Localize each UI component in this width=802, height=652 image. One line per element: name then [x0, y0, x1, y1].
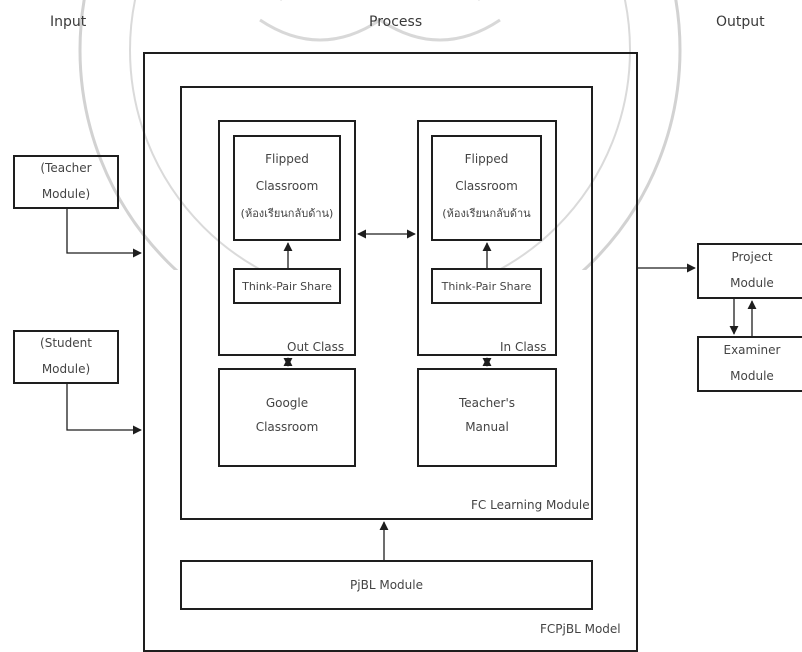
- fc-learning-module-label: FC Learning Module: [471, 498, 590, 512]
- in-flipped-line1: Flipped: [464, 152, 509, 166]
- process-header: Process: [369, 14, 423, 30]
- teacher-module-line2: Module): [41, 187, 91, 201]
- fc-learning-module-box: [180, 86, 593, 520]
- examiner-module-box: [697, 336, 802, 392]
- student-to-model-arrow: [66, 384, 142, 435]
- output-header: Output: [716, 14, 765, 30]
- fcpjbl-model-label: FCPjBL Model: [540, 622, 621, 636]
- google-classroom-line2: Classroom: [255, 420, 319, 434]
- project-module-line1: Project: [731, 250, 773, 264]
- student-module-box: [13, 330, 119, 384]
- project-module-box: [697, 243, 802, 299]
- teacher-to-model-arrow: [66, 209, 142, 258]
- in-think-pair-share-box: [431, 268, 542, 304]
- teachers-manual-box: [417, 368, 557, 467]
- student-module-line2: Module): [41, 362, 91, 376]
- out-think-pair-share-label: Think-Pair Share: [242, 280, 332, 293]
- out-think-pair-share-box: [233, 268, 341, 304]
- out-class-box: [218, 120, 356, 356]
- out-flipped-line3: (ห้องเรียนกลับด้าน): [240, 207, 334, 220]
- out-flipped-classroom-box: [233, 135, 341, 241]
- teachers-manual-line2: Manual: [465, 420, 509, 434]
- in-flipped-line3: (ห้องเรียนกลับด้าน: [442, 207, 531, 220]
- pjbl-module-box: [180, 560, 593, 610]
- in-flipped-classroom-box: [431, 135, 542, 241]
- out-flipped-line2: Classroom: [255, 179, 319, 193]
- connector-lines: [66, 209, 757, 560]
- google-classroom-line1: Google: [265, 396, 309, 410]
- in-class-box: [417, 120, 557, 356]
- out-flipped-line1: Flipped: [265, 152, 309, 166]
- in-class-label: In Class: [500, 340, 547, 354]
- teacher-module-line1: (Teacher: [40, 161, 92, 175]
- student-module-line1: (Student: [40, 336, 92, 350]
- google-classroom-box: [218, 368, 356, 467]
- in-think-pair-share-label: Think-Pair Share: [441, 280, 532, 293]
- teacher-module-box: [13, 155, 119, 209]
- project-module-line2: Module: [730, 276, 774, 290]
- out-class-label: Out Class: [287, 340, 345, 354]
- pjbl-module-label: PjBL Module: [350, 578, 423, 592]
- examiner-module-line1: Examiner: [723, 343, 781, 357]
- in-flipped-line2: Classroom: [455, 179, 518, 193]
- examiner-module-line2: Module: [730, 369, 774, 383]
- teachers-manual-line1: Teacher's: [458, 396, 516, 410]
- input-header: Input: [50, 14, 87, 30]
